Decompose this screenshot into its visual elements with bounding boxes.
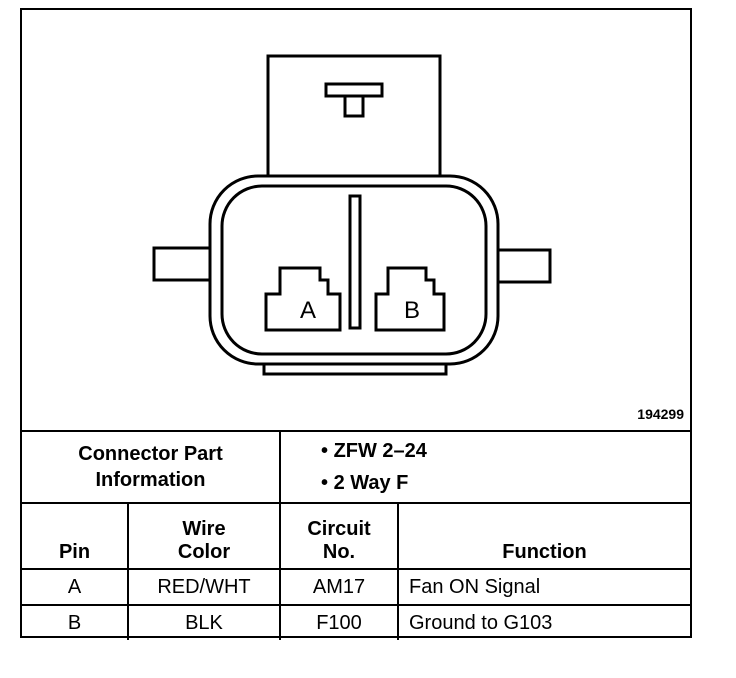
connector-part-details: ZFW 2–24 2 Way F: [285, 435, 686, 499]
header-pin: Pin: [22, 502, 129, 570]
connector-part-label-line1: Connector Part: [78, 443, 223, 465]
table-header-row: Pin Wire Color Circuit No. Function: [22, 502, 691, 570]
row-pin: B: [22, 604, 129, 640]
latch-housing: [266, 54, 442, 188]
connector-frame: A B 194299 Connector Part Information ZF…: [20, 8, 692, 640]
row-function: Ground to G103: [396, 604, 691, 640]
row-pin: A: [22, 568, 129, 606]
header-wire-color: Wire Color: [127, 502, 281, 570]
connector-detail-item: ZFW 2–24: [321, 435, 686, 467]
connector-info-table: Connector Part Information ZFW 2–24 2 Wa…: [22, 430, 691, 640]
pin-b-label: B: [404, 297, 420, 324]
table-row: B BLK F100 Ground to G103: [22, 604, 691, 640]
pin-a-label: A: [300, 297, 316, 324]
center-divider: [348, 194, 362, 330]
figure-id: 194299: [637, 406, 684, 422]
connector-diagram: A B 194299: [22, 10, 690, 430]
table-row: A RED/WHT AM17 Fan ON Signal: [22, 568, 691, 606]
row-circuit: F100: [279, 604, 399, 640]
row-function: Fan ON Signal: [396, 568, 691, 606]
cavity-b: [374, 266, 446, 332]
header-function: Function: [396, 502, 691, 570]
connector-detail-item: 2 Way F: [321, 467, 686, 499]
header-circuit-no: Circuit No.: [279, 502, 399, 570]
connector-part-details-cell: ZFW 2–24 2 Way F: [278, 430, 691, 504]
row-circuit: AM17: [279, 568, 399, 606]
latch-tab: [343, 94, 365, 118]
connector-part-label-line2: Information: [95, 469, 206, 491]
latch-slot: [324, 82, 384, 98]
cavity-a: [264, 266, 342, 332]
connector-part-label-cell: Connector Part Information: [22, 430, 281, 504]
row-wire-color: BLK: [127, 604, 281, 640]
row-wire-color: RED/WHT: [127, 568, 281, 606]
connector-part-row: Connector Part Information ZFW 2–24 2 Wa…: [22, 430, 691, 504]
connector-drawing: A B: [152, 54, 552, 376]
